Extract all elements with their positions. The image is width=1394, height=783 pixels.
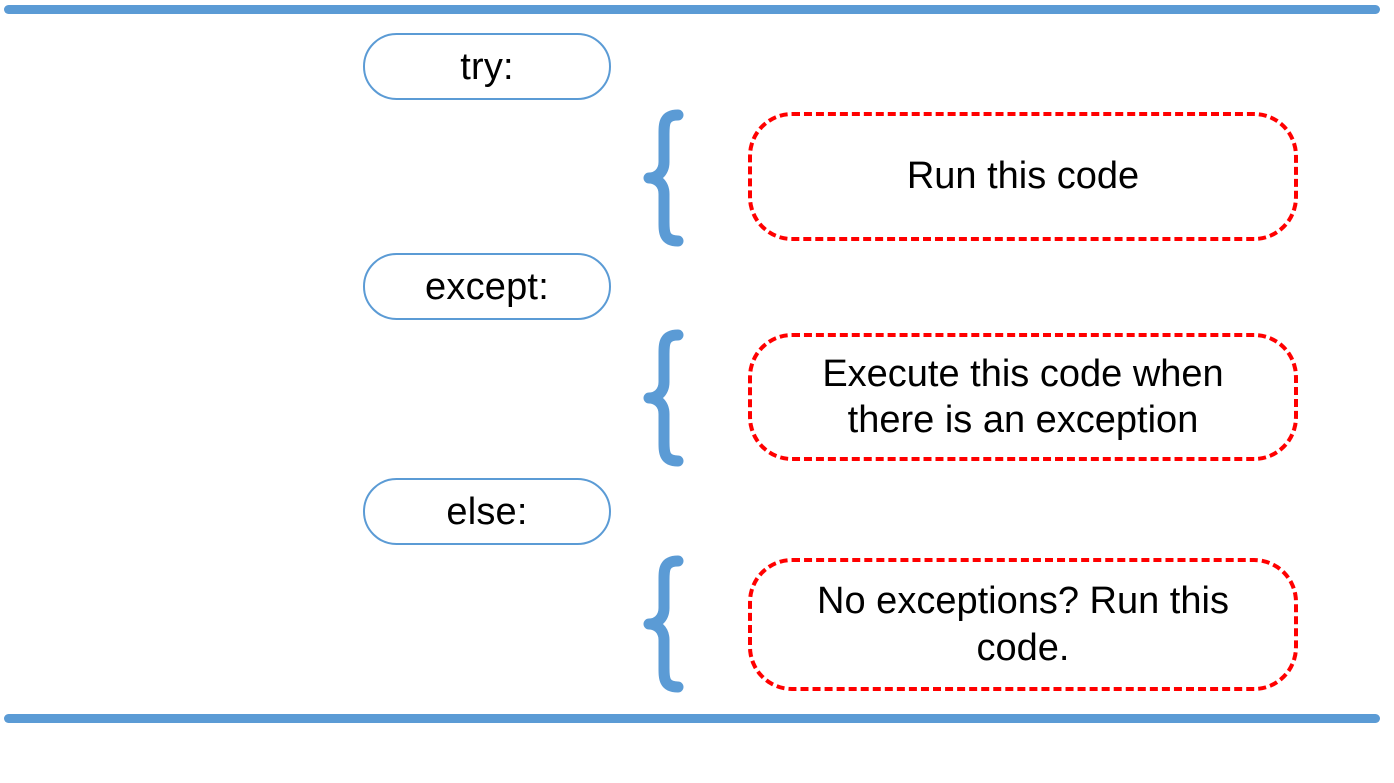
- curly-brace-icon: [643, 555, 688, 693]
- keyword-pill-except[interactable]: except:: [363, 253, 611, 320]
- keyword-pill-label: except:: [425, 265, 549, 308]
- description-box-else: No exceptions? Run this code.: [748, 558, 1298, 691]
- keyword-pill-try[interactable]: try:: [363, 33, 611, 100]
- description-box-try: Run this code: [748, 112, 1298, 241]
- curly-brace-icon: [643, 329, 688, 467]
- description-box-except: Execute this code when there is an excep…: [748, 333, 1298, 461]
- keyword-pill-label: try:: [460, 45, 514, 88]
- description-box-text: Execute this code when there is an excep…: [822, 352, 1224, 441]
- top-divider: [4, 5, 1380, 14]
- curly-brace-icon: [643, 109, 688, 247]
- description-box-text: Run this code: [906, 155, 1140, 198]
- keyword-pill-label: else:: [446, 490, 528, 533]
- bottom-divider: [4, 714, 1380, 723]
- description-box-text: No exceptions? Run this code.: [817, 580, 1229, 669]
- keyword-pill-else[interactable]: else:: [363, 478, 611, 545]
